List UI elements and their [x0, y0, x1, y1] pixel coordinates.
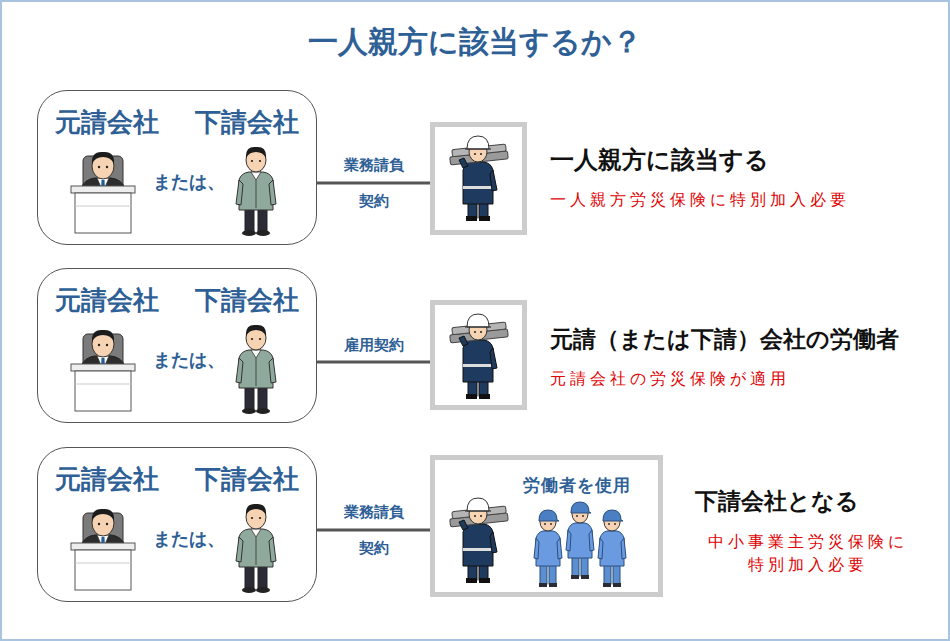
- company-name: 元請会社: [55, 105, 159, 140]
- result-note: 中小事業主労災保険に 特別加入必要: [688, 530, 928, 576]
- contract-label: 業務請負 契約: [334, 147, 414, 219]
- result-heading: 元請（または下請）会社の労働者: [550, 324, 899, 355]
- worker-figure: [236, 504, 276, 593]
- result-heading: 下請会社となる: [695, 486, 859, 517]
- contract-line: [317, 529, 430, 532]
- conjunction-text: または、: [153, 527, 225, 551]
- result-heading: 一人親方に該当する: [550, 144, 769, 176]
- worker-box: 労働者を使用: [430, 455, 663, 597]
- contract-label: 業務請負 契約: [334, 494, 414, 566]
- manager-figure: [71, 152, 135, 233]
- contract-line: [317, 361, 430, 364]
- company-box: 元請会社 下請会社または、: [37, 268, 317, 423]
- worker-box: [430, 122, 527, 235]
- construction-worker-figure: [450, 314, 509, 399]
- diagram-title: 一人親方に該当するか？: [0, 22, 950, 63]
- construction-worker-figure: [450, 498, 509, 583]
- company-name: 下請会社: [195, 462, 299, 497]
- employee-figure: [566, 502, 594, 579]
- box-caption: 労働者を使用: [523, 474, 631, 497]
- conjunction-text: または、: [153, 170, 225, 194]
- company-name: 元請会社: [55, 283, 159, 318]
- company-name: 元請会社: [55, 462, 159, 497]
- company-box: 元請会社 下請会社または、: [37, 90, 317, 245]
- company-box: 元請会社 下請会社または、: [37, 447, 317, 602]
- conjunction-text: または、: [153, 348, 225, 372]
- employee-figure: [534, 510, 562, 587]
- result-note: 元請会社の労災保険が適用: [550, 369, 790, 390]
- company-name: 下請会社: [195, 105, 299, 140]
- manager-figure: [71, 509, 135, 590]
- worker-figure: [236, 147, 276, 236]
- worker-box: [430, 300, 527, 410]
- result-note: 一人親方労災保険に特別加入必要: [550, 190, 850, 211]
- company-name: 下請会社: [195, 283, 299, 318]
- contract-label: 雇用契約: [344, 335, 404, 355]
- manager-figure: [71, 330, 135, 411]
- worker-figure: [236, 325, 276, 414]
- employee-figure: [598, 510, 626, 587]
- contract-line: [317, 182, 430, 185]
- construction-worker-figure: [450, 136, 509, 221]
